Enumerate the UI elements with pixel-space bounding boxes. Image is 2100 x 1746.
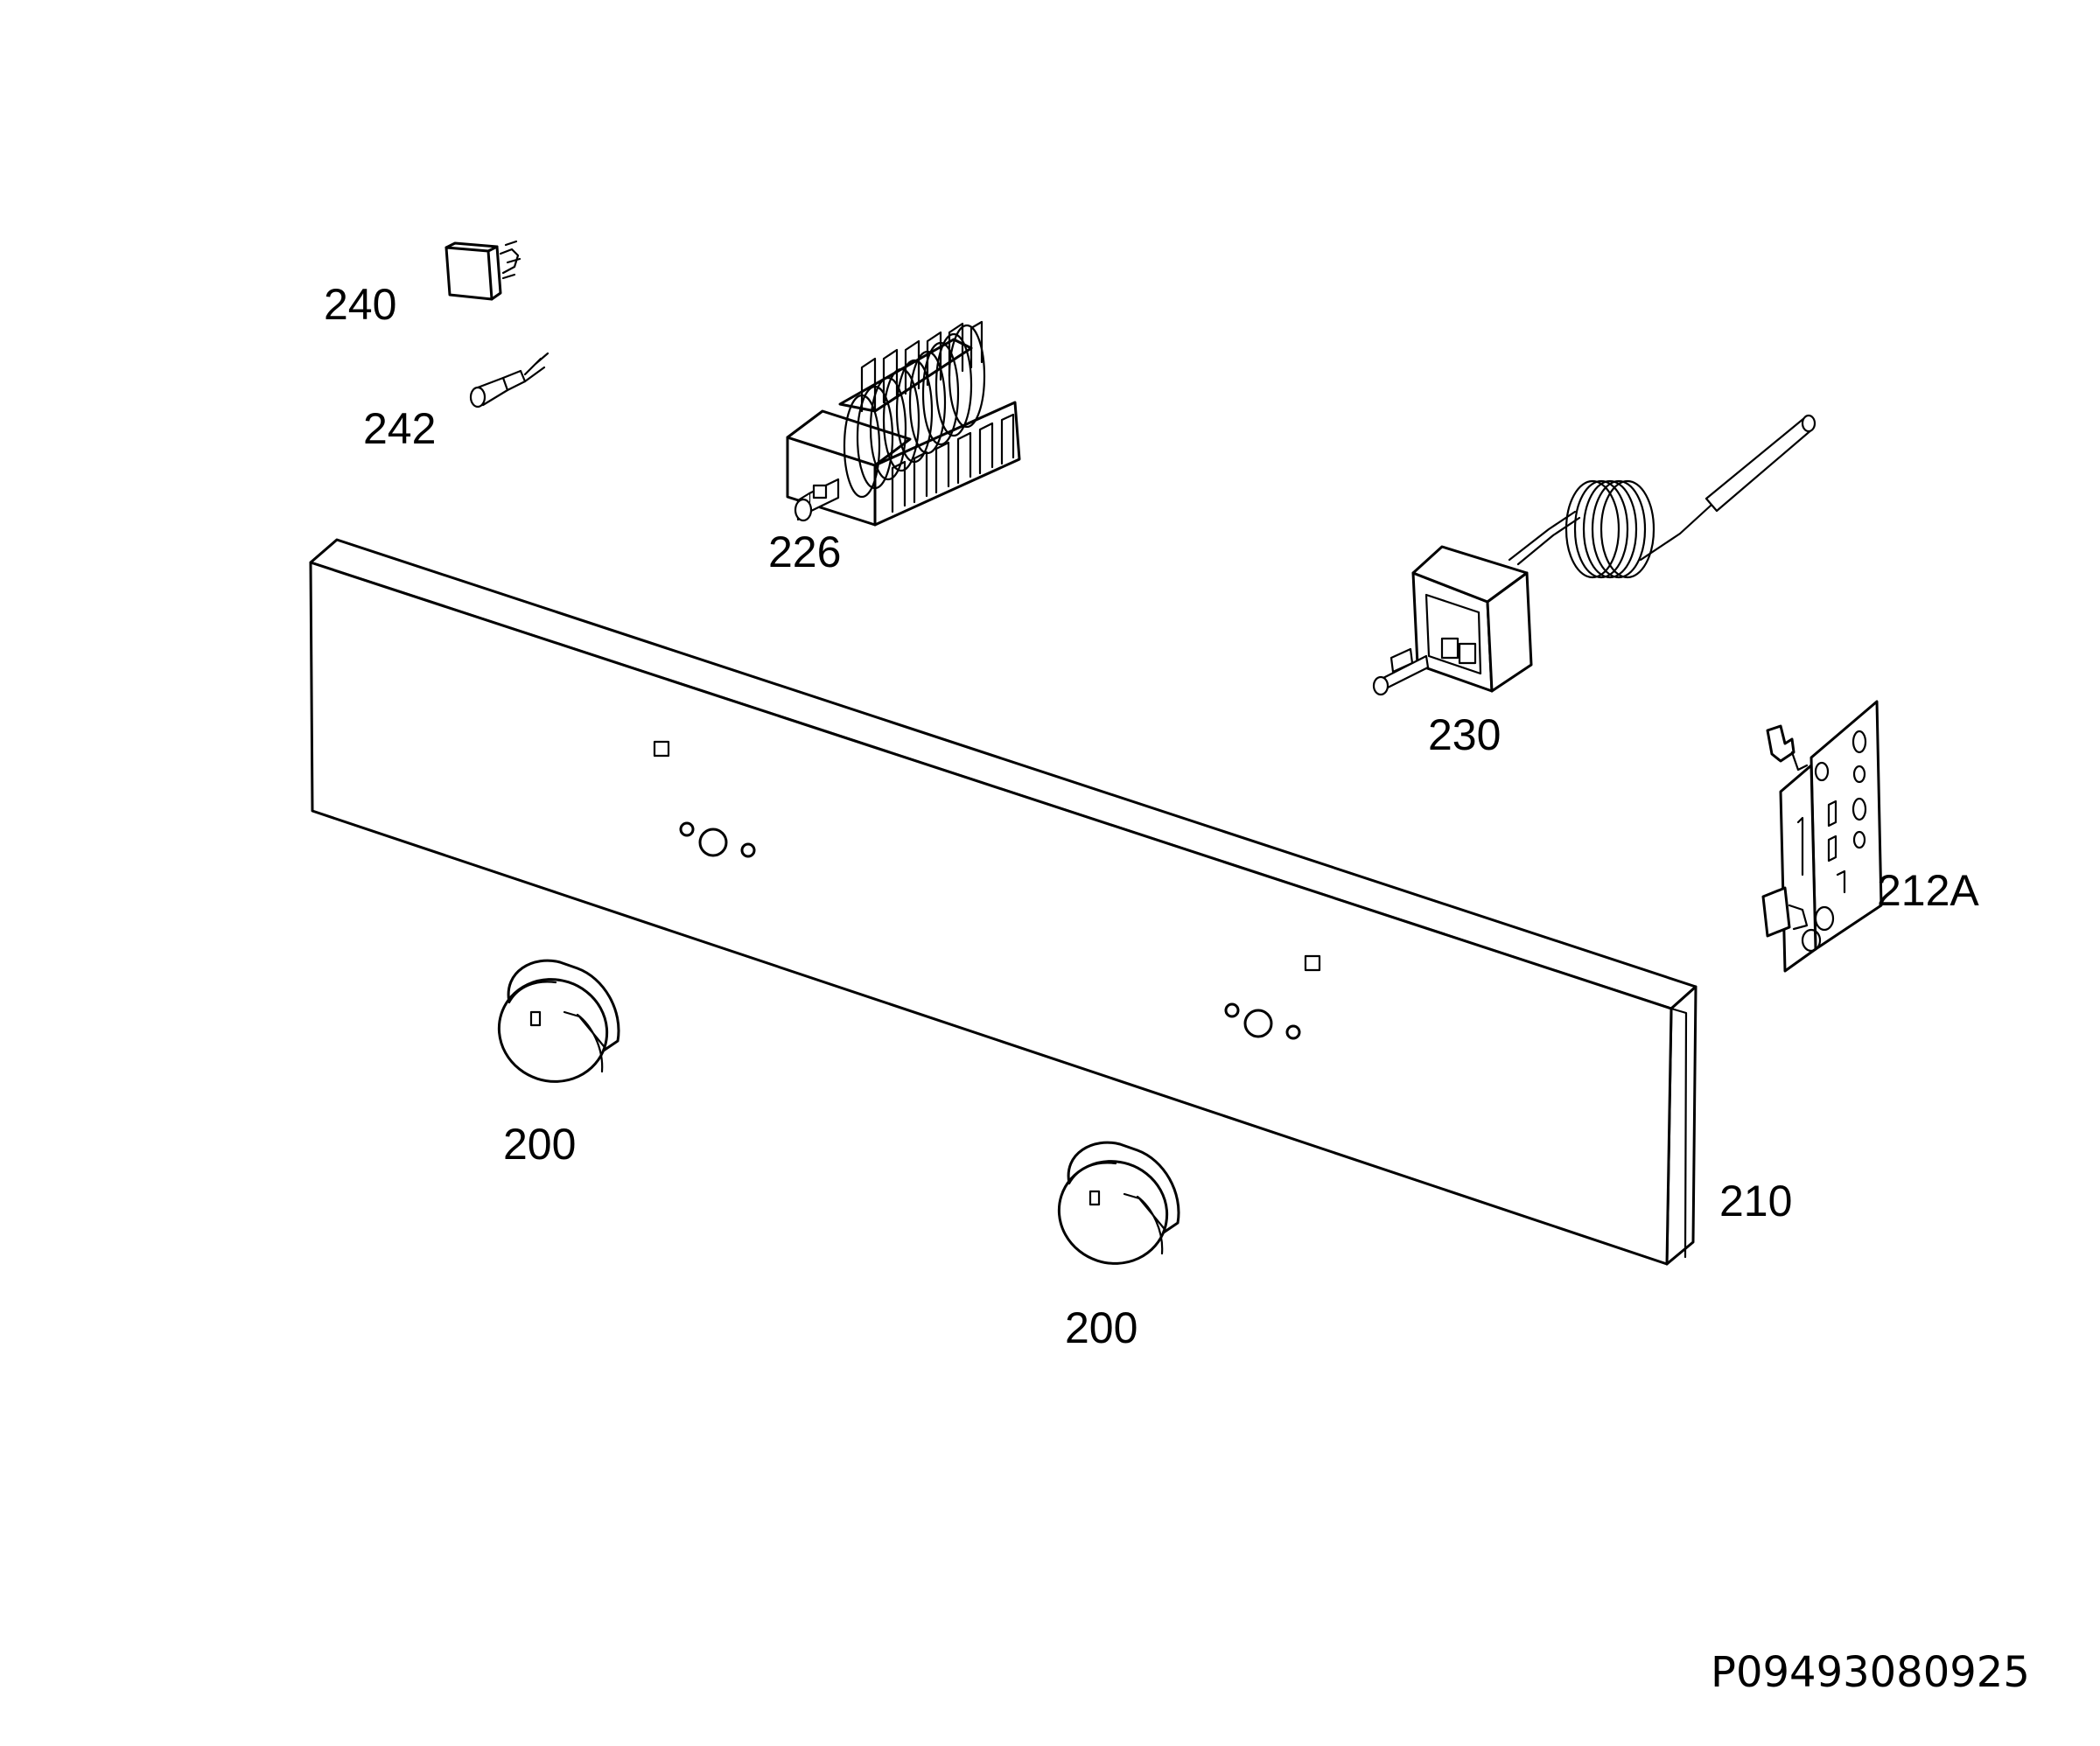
- part-200-knob-right[interactable]: [1046, 1141, 1180, 1277]
- part-242-lamp-pin[interactable]: [469, 352, 550, 409]
- label-200-left: 200: [503, 1120, 576, 1169]
- part-212a-bracket[interactable]: [1761, 700, 1883, 973]
- drawing-code: P09493080925: [1711, 1648, 2030, 1697]
- part-200-knob-left[interactable]: [486, 959, 620, 1095]
- label-226: 226: [768, 527, 841, 576]
- label-230: 230: [1428, 710, 1501, 759]
- label-200-middle: 200: [1065, 1303, 1138, 1352]
- part-240-lamp-cover[interactable]: [444, 240, 522, 301]
- part-230-thermostat[interactable]: [1372, 414, 1816, 696]
- label-212a: 212A: [1877, 866, 1979, 915]
- part-226-function-switch[interactable]: [786, 320, 1021, 527]
- part-210-control-panel[interactable]: [309, 538, 1698, 1266]
- label-242: 242: [363, 404, 436, 453]
- label-210: 210: [1719, 1177, 1792, 1226]
- label-240: 240: [324, 280, 396, 329]
